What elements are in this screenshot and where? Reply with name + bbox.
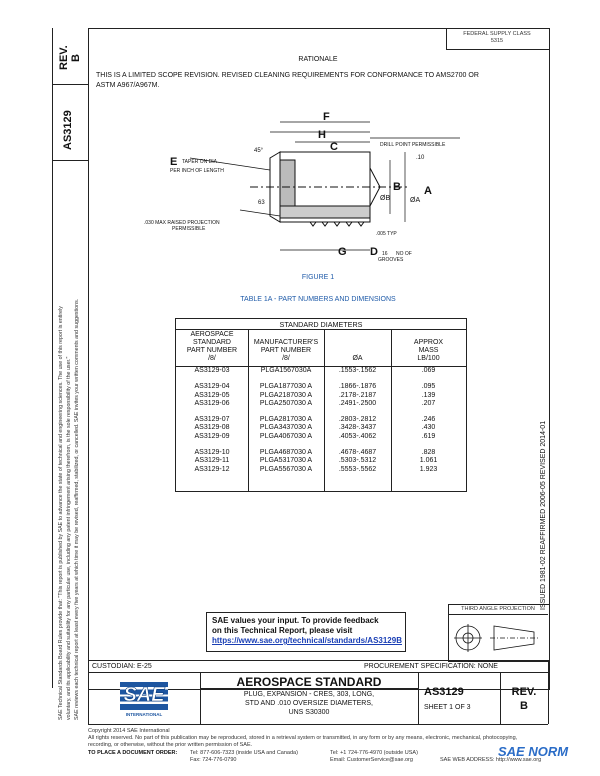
tel-intl: Tel: +1 724-776-4970 (outside USA) [330,750,418,756]
tel-usa: Tel: 877-606-7323 (inside USA and Canada… [190,750,298,756]
legal-text-3: SAE reviews each technical report at lea… [74,298,80,720]
main-title: AEROSPACE STANDARD [236,675,382,689]
feedback-line-2: on this Technical Report, please visit [212,626,353,635]
no-of-note: NO OF [396,251,412,257]
doc-number-vertical: AS3129 [62,110,74,150]
plug-body [250,151,410,227]
rationale-text-line-2: ASTM A967/A967M. [96,82,160,89]
federal-supply-class-number: 5315 [490,38,504,44]
dim-B-symbol: ØB [380,195,390,202]
per-inch-note: PER INCH OF LENGTH [170,168,224,174]
legal-text-1: SAE Technical Standards Board Rules prov… [58,306,64,720]
grooves-note: GROOVES [378,257,404,263]
web-address[interactable]: SAE WEB ADDRESS: http://www.sae.org [440,757,542,763]
subtitle-line-2: STD AND .010 OVERSIZE DIAMETERS, [245,700,373,707]
issue-dates-vertical: ISSUED 1981-02 REAFFIRMED 2006-05 REVISE… [540,420,547,610]
email[interactable]: Email: CustomerService@sae.org [330,757,413,763]
projection-label: THIRD ANGLE PROJECTION [461,606,535,612]
dim-F: F [323,111,330,123]
federal-supply-class: FEDERAL SUPPLY CLASS [463,31,531,37]
left-strip-border [52,28,53,688]
left-strip-divider [52,84,88,85]
left-strip-divider-2 [52,160,88,161]
rev-value: B [520,700,528,712]
feedback-box: SAE values your input. To provide feedba… [206,612,406,652]
sae-logo-subtext: INTERNATIONAL [125,712,163,717]
subtitle-line-1: PLUG, EXPANSION - CRES, 303, LONG, [243,691,375,698]
sheet-number: SHEET 1 OF 3 [424,704,471,711]
sae-logo: SAE INTERNATIONAL [120,680,168,720]
sae-logo-text: SAE [123,684,165,707]
procurement-spec: PROCUREMENT SPECIFICATION: NONE [364,663,498,670]
drill-note: DRILL POINT PERMISSIBLE [380,142,446,148]
sae-norm-watermark: SAE NORM [498,744,569,759]
projection-box [448,604,550,662]
figure-caption: FIGURE 1 [301,274,335,281]
table-title: TABLE 1A - PART NUMBERS AND DIMENSIONS [240,296,396,303]
dim-16: 16 [382,251,388,257]
order-label: TO PLACE A DOCUMENT ORDER: [88,750,178,756]
custodian: CUSTODIAN: E-25 [92,663,152,670]
dim-B: B [393,181,401,193]
federal-supply-class-box [446,28,550,50]
dim-G: G [338,246,347,258]
feedback-line-1: SAE values your input. To provide feedba… [212,616,379,625]
dim-005: .005 TYP [376,231,397,237]
copyright: Copyright 2014 SAE International [88,728,170,734]
fax: Fax: 724-776-0790 [190,757,237,763]
legal-text-2: voluntary, and its applicability and sui… [66,356,72,720]
rights-line-2: recording, or otherwise, without the pri… [88,742,253,748]
subtitle-line-3: UNS S30300 [288,709,330,716]
plug-drawing: F H C E TAPER ON DIA PER INCH OF LENGTH … [144,111,460,263]
feedback-url-link[interactable]: https://www.sae.org/technical/standards/… [212,636,402,645]
rationale-title: RATIONALE [298,56,338,63]
rev-value-vertical: B [70,54,82,62]
doc-number: AS3129 [424,686,464,698]
dim-A: A [424,185,432,197]
angle-63: 63 [258,200,265,206]
angle-45: 45° [254,148,264,154]
taper-note: TAPER ON DIA [182,159,218,165]
page-frame [88,28,550,690]
rationale-text-line-1: THIS IS A LIMITED SCOPE REVISION. REVISE… [96,72,479,79]
raised-projection-note: .030 MAX RAISED PROJECTION [144,220,220,226]
table-group-header: STANDARD DIAMETERS [279,320,363,329]
dim-D: D [370,246,378,258]
rev-label: REV. [511,686,537,698]
dim-C: C [330,141,338,153]
col-header-diameter: ØA [352,355,363,362]
rev-label-vertical: REV. [58,45,70,70]
rights-line-1: All rights reserved. No part of this pub… [88,735,518,741]
dim-H: H [318,129,326,141]
third-angle-projection-icon [454,624,538,652]
dim-010: .10 [416,155,425,161]
permissible-note: PERMISSIBLE [172,226,206,232]
dim-A-symbol: ØA [410,197,420,204]
dim-E: E [170,156,177,168]
